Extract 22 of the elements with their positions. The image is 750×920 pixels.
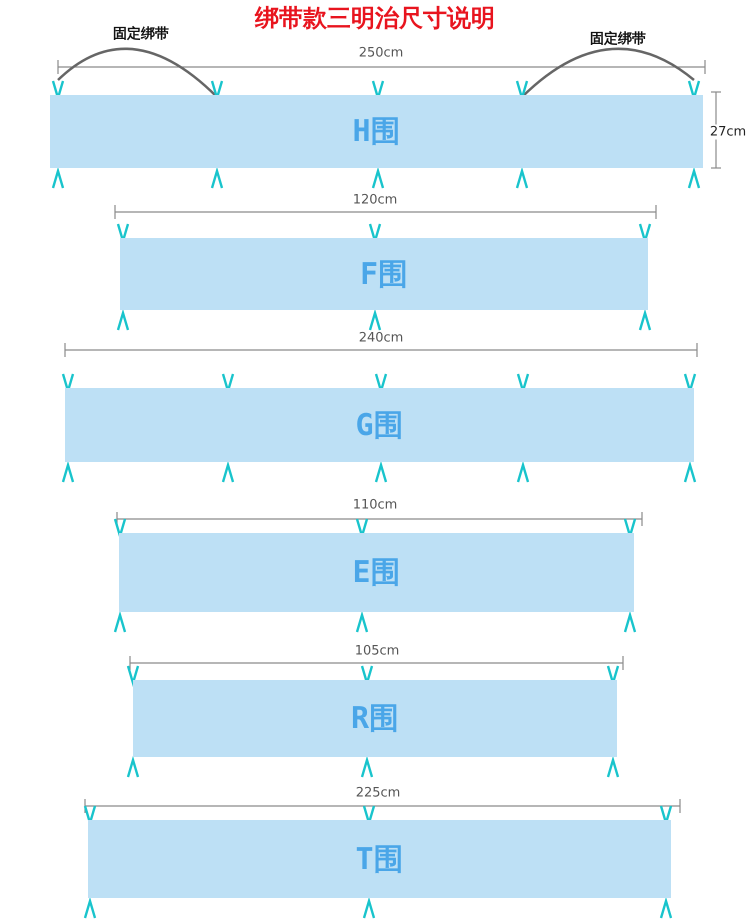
dimension-label: 250cm bbox=[358, 46, 404, 60]
title: 绑带款三明治尺寸说明 bbox=[255, 3, 495, 32]
bumper-panel bbox=[133, 680, 617, 757]
bumper-panel bbox=[88, 820, 671, 898]
dimension-label: 225cm bbox=[356, 786, 400, 800]
dimension-label: 120cm bbox=[352, 192, 398, 208]
panel-label: F围 bbox=[360, 256, 408, 294]
dimension-label: 27cm bbox=[710, 124, 746, 140]
panel-label: H围 bbox=[352, 113, 401, 151]
panel-label: G围 bbox=[355, 406, 404, 444]
bumper-panel bbox=[119, 533, 634, 612]
panel-label: R围 bbox=[350, 700, 400, 738]
bumper-panel bbox=[50, 95, 703, 168]
dimension-label: 105cm bbox=[354, 644, 400, 658]
panel-label: T围 bbox=[355, 840, 404, 878]
bumper-panel bbox=[120, 238, 648, 310]
strap-label: 固定绑带 bbox=[590, 30, 646, 48]
dimension-label: 110cm bbox=[352, 498, 398, 512]
strap-label: 固定绑带 bbox=[113, 25, 169, 43]
dimension-label: 240cm bbox=[358, 330, 404, 346]
panel-label: E围 bbox=[352, 554, 401, 592]
bumper-panel bbox=[65, 388, 694, 462]
